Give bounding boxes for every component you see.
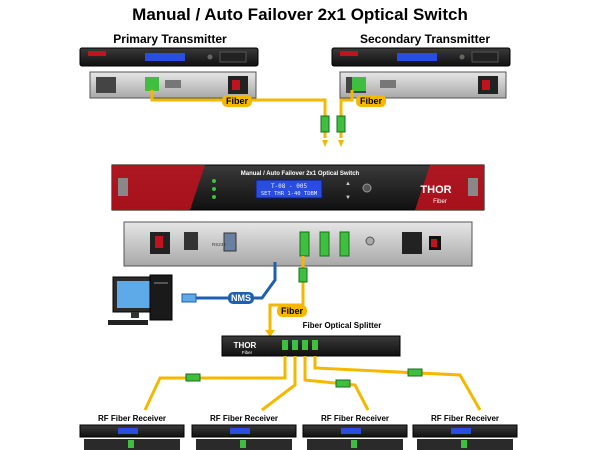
receiver-4-label: RF Fiber Receiver — [431, 414, 499, 423]
switch-brand: THOR — [420, 184, 451, 196]
receiver-1-label: RF Fiber Receiver — [98, 414, 166, 423]
switch-front-label: Manual / Auto Failover 2x1 Optical Switc… — [241, 171, 360, 177]
svg-text:Fiber: Fiber — [242, 350, 253, 355]
receiver-3 — [302, 424, 408, 450]
svg-text:Fiber: Fiber — [226, 96, 249, 106]
receiver-2-label: RF Fiber Receiver — [210, 414, 278, 423]
nms-cable — [182, 262, 277, 300]
fiber-to-splitter-tag: Fiber — [277, 305, 307, 317]
fiber-to-receiver-2 — [261, 356, 297, 412]
svg-text:▼: ▼ — [345, 195, 351, 201]
primary-transmitter-rear — [89, 71, 257, 99]
diagram-title: Manual / Auto Failover 2x1 Optical Switc… — [132, 5, 468, 24]
splitter-input-connector — [298, 267, 308, 283]
receiver-1 — [79, 424, 185, 450]
switch-brand-sub: Fiber — [433, 199, 447, 205]
switch-rear-rs232-label: RS232 — [212, 242, 226, 247]
svg-text:THOR: THOR — [234, 341, 257, 350]
fiber-to-receiver-4 — [313, 356, 482, 411]
fiber-to-receiver-3 — [303, 356, 370, 411]
splitter-label: Fiber Optical Splitter — [303, 321, 382, 330]
primary-transmitter-label: Primary Transmitter — [113, 32, 227, 46]
svg-text:Fiber: Fiber — [281, 306, 304, 316]
failover-switch-rear: RS232 — [123, 221, 473, 267]
receiver-4 — [412, 424, 518, 450]
nms-computer — [108, 274, 173, 325]
nms-connector — [181, 293, 197, 303]
secondary-fiber-tag: Fiber — [356, 95, 386, 107]
splitter-input-arrow — [265, 330, 275, 337]
receiver-3-label: RF Fiber Receiver — [321, 414, 389, 423]
output-connectors — [185, 368, 423, 388]
secondary-transmitter-label: Secondary Transmitter — [360, 32, 490, 46]
primary-transmitter-front — [79, 47, 259, 67]
switch-lcd-line1: T-08 - 005 — [271, 183, 308, 190]
fiber-connectors-top — [320, 115, 346, 147]
fiber-to-receiver-1 — [143, 356, 287, 411]
svg-text:▲: ▲ — [345, 181, 351, 187]
secondary-transmitter-rear — [339, 71, 507, 99]
failover-switch-front: T-08 - 005 SET THR 1-40 TDBM ▲ ▼ Manual … — [111, 164, 485, 211]
nms-tag: NMS — [228, 292, 254, 304]
primary-fiber-tag: Fiber — [222, 95, 252, 107]
svg-text:NMS: NMS — [231, 293, 251, 303]
svg-text:Fiber: Fiber — [360, 96, 383, 106]
receiver-2 — [191, 424, 297, 450]
fiber-optical-splitter: THOR Fiber — [221, 335, 401, 357]
switch-lcd-line2: SET THR 1-40 TDBM — [261, 191, 318, 197]
secondary-transmitter-front — [331, 47, 511, 67]
